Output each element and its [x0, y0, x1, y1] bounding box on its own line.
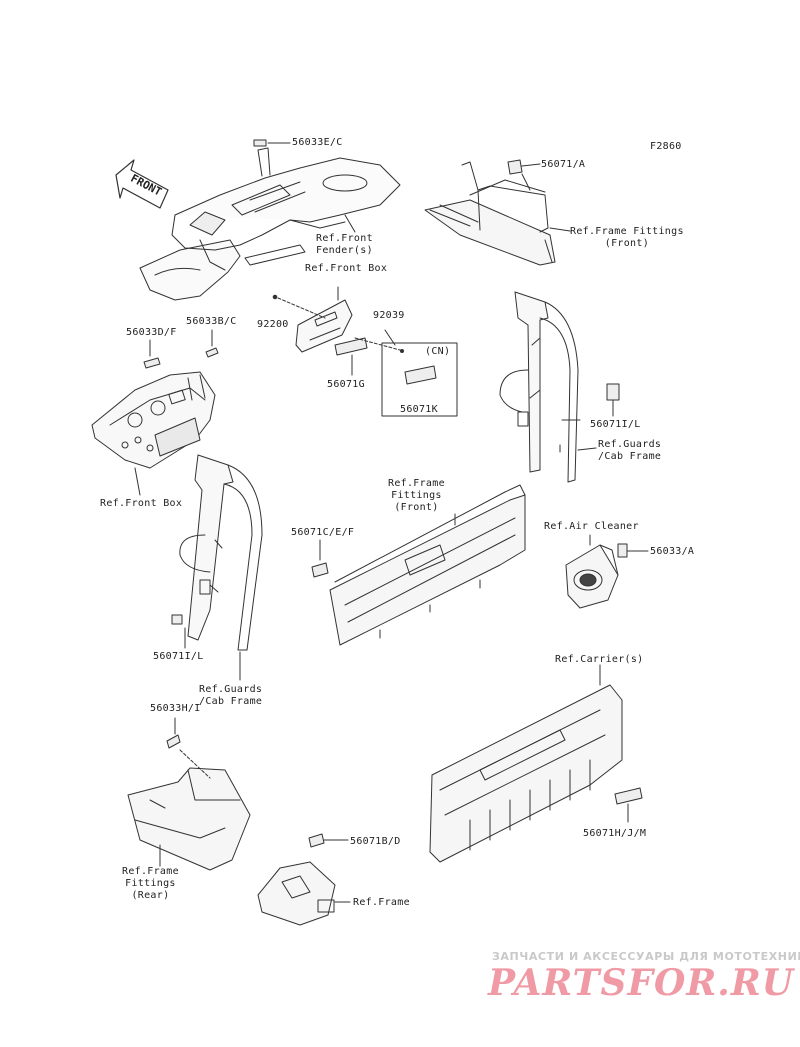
frame-fittings-front-top-part: [424, 161, 556, 266]
decal-56071g-icon: [334, 337, 368, 356]
dashboard-front-box-part: [91, 371, 216, 469]
decal-56071hjm-icon: [614, 787, 643, 805]
callout-ref-frame-fittings-rear[interactable]: Ref.Frame Fittings (Rear): [122, 866, 179, 901]
callout-56071il-left[interactable]: 56071I/L: [153, 651, 204, 662]
guards-cab-frame-left-part: [179, 454, 263, 651]
decal-56033df-icon: [143, 357, 161, 369]
callout-56071bd[interactable]: 56071B/D: [350, 836, 401, 847]
watermark-logo: PARTSFOR.RU: [488, 962, 795, 1004]
guards-cab-frame-right-part: [499, 291, 581, 483]
cn-label: (CN): [425, 346, 451, 357]
callout-ref-front-fender[interactable]: Ref.Front Fender(s): [316, 233, 373, 256]
frame-part: [257, 861, 336, 926]
callout-92200[interactable]: 92200: [257, 319, 289, 330]
front-fender-part: [139, 147, 401, 301]
callout-56071k[interactable]: 56071K: [400, 404, 438, 415]
decal-56033ec-icon: [253, 139, 267, 147]
decal-56033a-icon: [617, 543, 628, 558]
carrier-panel-part: [429, 684, 623, 863]
figure-code: F2860: [650, 141, 682, 152]
front-box-part: [295, 299, 353, 353]
callout-56071il-right[interactable]: 56071I/L: [590, 419, 641, 430]
decal-56071cef-icon: [311, 562, 329, 578]
watermark-tagline: ЗАПЧАСТИ И АКСЕССУАРЫ ДЛЯ МОТОТЕХНИКИ: [492, 950, 800, 963]
callout-ref-guards-cab-left[interactable]: Ref.Guards /Cab Frame: [199, 684, 263, 707]
callout-ref-frame-fittings-front-mid[interactable]: Ref.Frame Fittings (Front): [388, 478, 445, 513]
callout-56071cef[interactable]: 56071C/E/F: [291, 527, 355, 538]
callout-56071g[interactable]: 56071G: [327, 379, 365, 390]
frame-fittings-front-mid-part: [329, 484, 526, 646]
callout-ref-frame-fittings-front-top[interactable]: Ref.Frame Fittings (Front): [570, 226, 684, 249]
decal-56071k-icon: [404, 365, 437, 385]
callout-56071hjm[interactable]: 56071H/J/M: [583, 828, 647, 839]
callout-56033ec[interactable]: 56033E/C: [292, 137, 343, 148]
air-cleaner-part: [565, 544, 619, 609]
decal-56033bc-icon: [205, 347, 219, 358]
decal-56071bd-icon: [308, 833, 325, 848]
callout-ref-frame[interactable]: Ref.Frame: [353, 897, 410, 908]
callout-ref-front-box-top[interactable]: Ref.Front Box: [305, 263, 388, 274]
frame-fittings-rear-part: [127, 767, 251, 871]
decal-56071a-icon: [507, 159, 523, 175]
decal-56033hi-icon: [166, 734, 181, 749]
decal-56071il-left-icon: [171, 614, 183, 625]
front-arrow-icon: FRONT: [115, 159, 169, 209]
cn-box: [381, 342, 458, 417]
decal-56071il-right-icon: [606, 383, 620, 401]
callout-56071a[interactable]: 56071/A: [541, 159, 586, 170]
callout-92039[interactable]: 92039: [373, 310, 405, 321]
callout-ref-front-box-left[interactable]: Ref.Front Box: [100, 498, 183, 509]
callout-ref-air-cleaner[interactable]: Ref.Air Cleaner: [544, 521, 639, 532]
callout-56033df[interactable]: 56033D/F: [126, 327, 177, 338]
callout-ref-carriers[interactable]: Ref.Carrier(s): [555, 654, 644, 665]
callout-56033hi[interactable]: 56033H/I: [150, 703, 201, 714]
callout-56033a[interactable]: 56033/A: [650, 546, 695, 557]
callout-ref-guards-cab-right[interactable]: Ref.Guards /Cab Frame: [598, 439, 662, 462]
callout-56033bc[interactable]: 56033B/C: [186, 316, 237, 327]
